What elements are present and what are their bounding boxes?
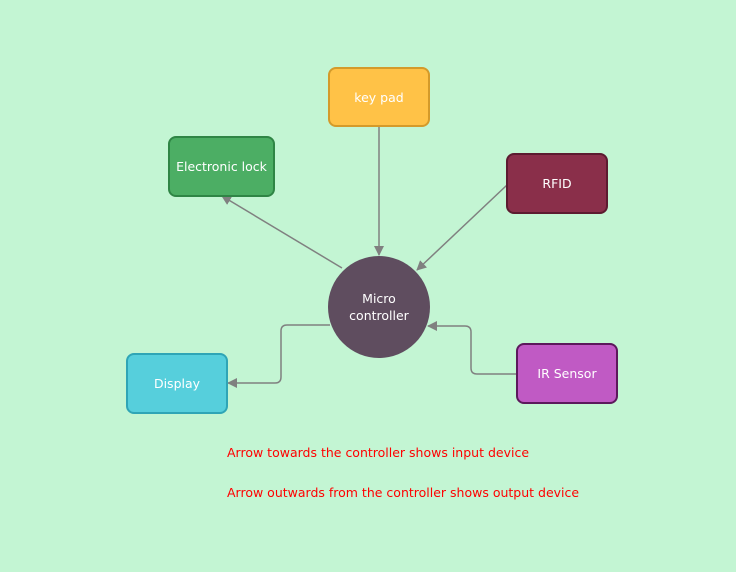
rfid-label: RFID (542, 176, 572, 191)
display-node: Display (126, 353, 228, 414)
microcontroller-label: Micro controller (349, 291, 409, 323)
microcontroller-node: Micro controller (328, 256, 430, 358)
input-legend-note: Arrow towards the controller shows input… (227, 445, 530, 460)
electronic-lock-label: Electronic lock (176, 159, 267, 174)
keypad-node: key pad (328, 67, 430, 127)
rfid-node: RFID (506, 153, 608, 214)
ir-sensor-node: IR Sensor (516, 343, 618, 404)
arrow-controller-to-lock (221, 195, 343, 269)
arrow-rfid-to-controller (416, 184, 508, 271)
keypad-label: key pad (354, 89, 404, 105)
ir-sensor-label: IR Sensor (537, 366, 597, 381)
display-label: Display (153, 376, 201, 391)
arrow-controller-to-display (227, 324, 330, 388)
electronic-lock-node: Electronic lock (168, 136, 275, 197)
output-legend-note: Arrow outwards from the controller shows… (227, 485, 580, 500)
arrow-ir-to-controller (427, 321, 516, 375)
